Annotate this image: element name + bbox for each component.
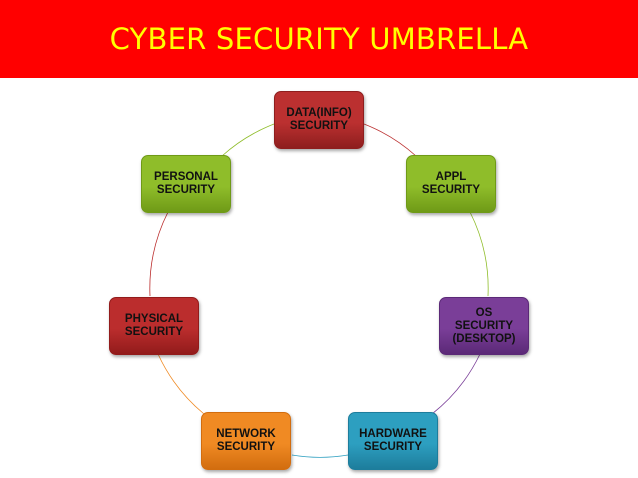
- ring-arc: [431, 353, 481, 415]
- title-banner: CYBER SECURITY UMBRELLA: [0, 0, 638, 78]
- ring-arc: [469, 211, 489, 297]
- ring-arc: [291, 454, 349, 458]
- ring-arc: [363, 123, 417, 157]
- node-data-info-security[interactable]: DATA(INFO) SECURITY: [274, 91, 364, 149]
- node-appl-security[interactable]: APPL SECURITY: [406, 155, 496, 213]
- ring-arc: [157, 353, 205, 415]
- node-network-security[interactable]: NETWORK SECURITY: [201, 412, 291, 470]
- ring-arc: [149, 211, 169, 297]
- node-os-security-desktop[interactable]: OS SECURITY (DESKTOP): [439, 297, 529, 355]
- node-physical-security[interactable]: PHYSICAL SECURITY: [109, 297, 199, 355]
- ring-arc: [221, 123, 275, 157]
- node-hardware-security[interactable]: HARDWARE SECURITY: [348, 412, 438, 470]
- node-personal-security[interactable]: PERSONAL SECURITY: [141, 155, 231, 213]
- page-title: CYBER SECURITY UMBRELLA: [109, 22, 529, 56]
